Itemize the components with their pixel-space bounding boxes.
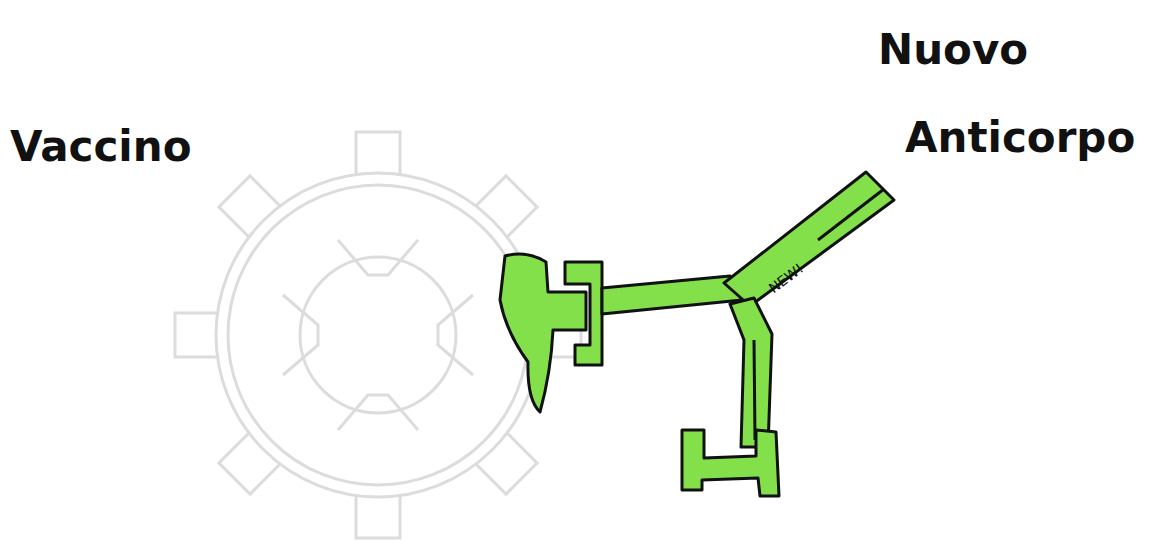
antibody bbox=[565, 172, 894, 496]
antibody-label: Nuovo Anticorpo bbox=[878, 6, 1135, 182]
figure-label: Vaccino bbox=[10, 122, 192, 171]
